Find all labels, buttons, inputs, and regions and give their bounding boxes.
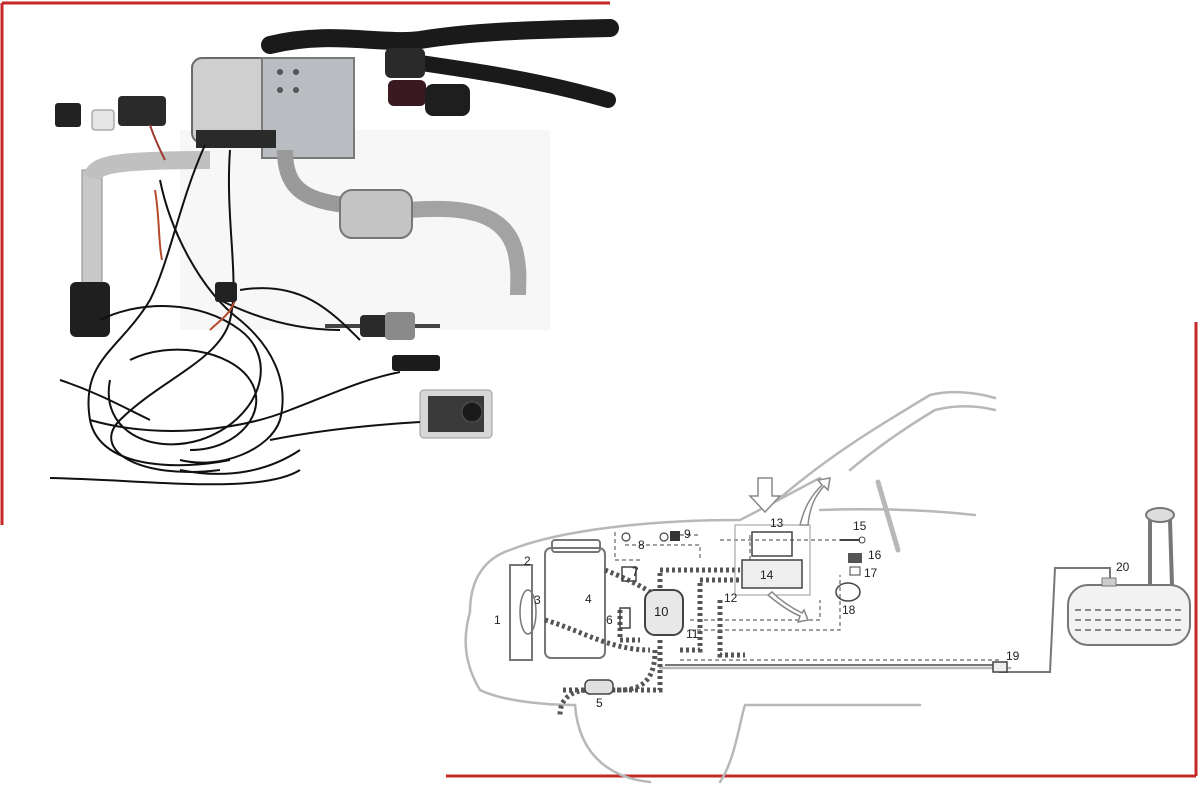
exhaust-muffler-5 — [584, 679, 614, 695]
label-10: 10 — [654, 604, 668, 619]
label-12: 12 — [724, 591, 738, 605]
filler-cap — [1145, 507, 1175, 523]
fuel-tank-20 — [1067, 507, 1191, 646]
heat-exchanger-14 — [741, 559, 803, 589]
fitting-black — [425, 84, 470, 116]
car-outline — [464, 390, 1012, 784]
component-16 — [848, 553, 862, 563]
bolt — [277, 87, 283, 93]
label-6: 6 — [606, 613, 613, 627]
tank-fitting — [1101, 577, 1117, 587]
controller-knob — [461, 401, 483, 423]
fuse-wires — [149, 124, 166, 161]
front-bumper — [464, 610, 577, 707]
heater-bracket — [261, 57, 355, 159]
label-4: 4 — [585, 592, 592, 606]
wheel-arch — [573, 703, 652, 784]
air-arrow-down — [748, 477, 782, 514]
engine-block — [544, 547, 606, 659]
component-9 — [659, 532, 669, 542]
dashboard-line — [818, 507, 977, 517]
windshield-inner — [848, 405, 997, 472]
heater-kit-photo — [49, 19, 619, 486]
small-fuse — [91, 109, 115, 131]
coolant-hose-lower — [392, 52, 616, 108]
connector-piece — [392, 355, 440, 371]
hose-connector — [388, 80, 426, 106]
label-7: 7 — [632, 565, 639, 579]
air-arrow-up — [799, 477, 831, 526]
colored-wires — [154, 189, 236, 331]
bolt — [293, 87, 299, 93]
wiring-lines — [614, 532, 1000, 661]
fuel-pump-coil — [385, 312, 415, 340]
wire-harness — [49, 144, 421, 486]
component-7 — [621, 566, 637, 582]
component-18 — [835, 582, 861, 602]
heater-unit — [191, 57, 355, 159]
steering-column — [875, 479, 901, 553]
fuel-level — [1075, 609, 1185, 631]
label-18: 18 — [842, 603, 856, 617]
blower-13 — [751, 531, 793, 557]
intake-silencer — [70, 282, 110, 337]
installation-diagram: 1 2 3 4 5 6 7 8 9 10 11 12 13 14 15 16 1… — [464, 390, 1191, 784]
label-11: 11 — [686, 627, 699, 641]
muffler — [339, 189, 413, 239]
fuel-pump — [325, 312, 440, 340]
label-17: 17 — [864, 566, 878, 580]
label-14: 14 — [760, 568, 774, 582]
bolt — [277, 69, 283, 75]
timer-controller — [419, 389, 493, 439]
air-arrow-footwell — [766, 591, 810, 623]
label-9: 9 — [684, 527, 691, 541]
label-5: 5 — [596, 696, 603, 710]
windshield — [778, 390, 997, 500]
component-9b — [670, 531, 680, 541]
radiator — [509, 564, 533, 661]
fan — [519, 589, 537, 635]
fuel-pump-19 — [992, 661, 1008, 673]
label-3: 3 — [534, 593, 541, 607]
air-intake-pipe — [81, 169, 103, 291]
heater-unit-10 — [644, 589, 684, 636]
label-15: 15 — [853, 519, 867, 533]
component-6 — [619, 607, 631, 629]
bolt — [293, 69, 299, 75]
component-8 — [621, 532, 631, 542]
small-relay — [55, 103, 81, 127]
fuse-holder — [118, 96, 166, 126]
air-intake-bend — [83, 151, 211, 181]
component-15-tip — [858, 536, 866, 544]
coolant-hose — [261, 19, 619, 54]
label-13: 13 — [770, 516, 784, 530]
label-20: 20 — [1116, 560, 1130, 574]
label-2: 2 — [524, 554, 531, 568]
exhaust-line-5 — [557, 649, 658, 716]
component-labels: 1 2 3 4 5 6 7 8 9 10 11 12 13 14 15 16 1… — [494, 516, 1130, 710]
tank-body — [1067, 584, 1191, 646]
label-16: 16 — [868, 548, 882, 562]
heater-base — [196, 130, 276, 148]
exhaust-flex-pipe-2 — [409, 200, 527, 296]
wheel-arch-right — [718, 703, 922, 784]
engine-top — [551, 539, 601, 553]
hose-clamp — [385, 48, 425, 78]
harness-connector — [215, 282, 237, 302]
component-17 — [849, 566, 861, 576]
exhaust-flex-pipe — [277, 149, 346, 213]
label-19: 19 — [1006, 649, 1020, 663]
label-1: 1 — [494, 613, 501, 627]
label-8: 8 — [638, 538, 645, 552]
